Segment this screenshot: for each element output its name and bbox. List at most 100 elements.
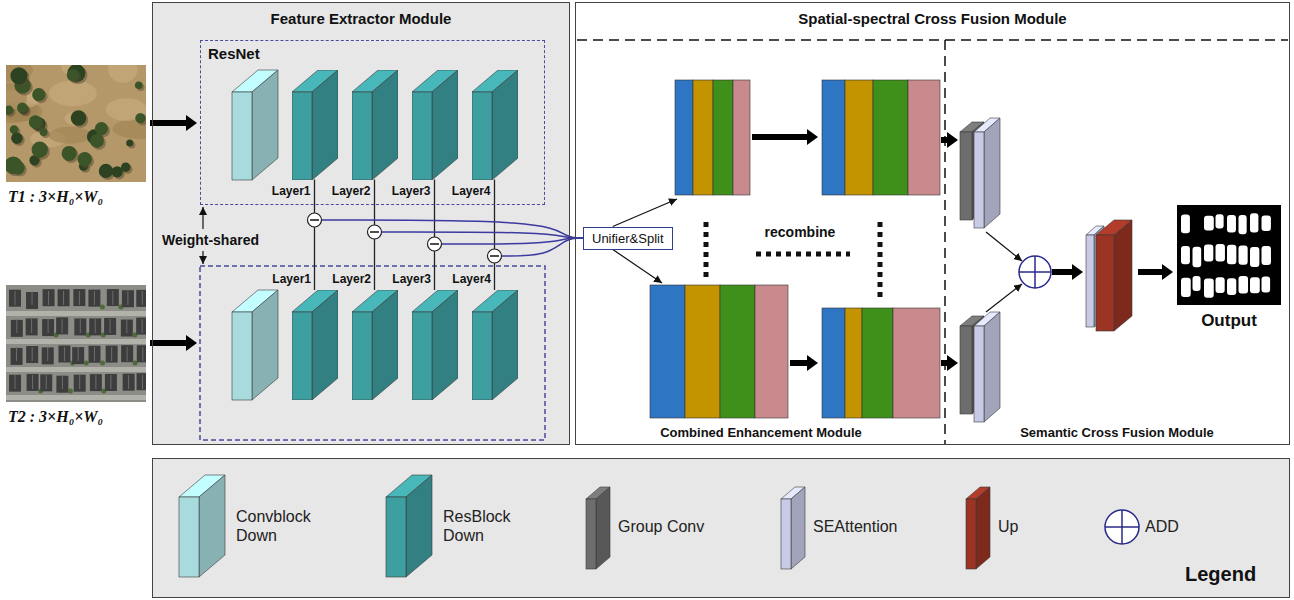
- legend-title: Legend: [1185, 563, 1256, 586]
- resblock-shape: [292, 70, 338, 180]
- block-side: [372, 290, 398, 400]
- block-front: [974, 132, 984, 228]
- house-roof: [11, 348, 23, 365]
- roof-ridge: [94, 347, 95, 361]
- legend-label: ADD: [1145, 517, 1179, 536]
- connector-line: [434, 180, 435, 291]
- house-roof: [123, 374, 135, 391]
- yard-tree: [84, 361, 89, 366]
- block-front: [781, 499, 791, 569]
- merge-arrow: [986, 232, 1022, 261]
- building-mask: [1204, 216, 1214, 231]
- resblock-layer: Layer3: [412, 290, 458, 400]
- building-mask: [1216, 214, 1224, 228]
- process-box: Unifier&Split: [583, 227, 673, 250]
- subtract-symbol: [368, 225, 382, 239]
- tree: [17, 103, 28, 114]
- roof-ridge: [46, 375, 47, 389]
- panel-title: Spatial-spectral Cross Fusion Module: [576, 3, 1289, 27]
- yard-tree: [100, 361, 105, 366]
- roof-ridge: [95, 319, 96, 333]
- roof-ridge: [62, 319, 63, 333]
- tree: [71, 110, 87, 126]
- house-roof: [89, 346, 101, 363]
- feature-band: [720, 285, 755, 418]
- resblock-symbol: [352, 70, 398, 180]
- flow-arrow: [150, 115, 197, 131]
- house-roof: [121, 320, 133, 337]
- building-mask: [1239, 246, 1248, 265]
- swatch-block: [781, 487, 805, 569]
- house-roof: [107, 289, 119, 306]
- roof-ridge: [142, 319, 143, 333]
- roof-ridge: [80, 319, 81, 333]
- house-roof: [43, 289, 55, 306]
- house-roof: [90, 374, 102, 391]
- tree: [121, 162, 130, 171]
- tree: [32, 88, 45, 101]
- house-roof: [74, 318, 86, 335]
- layer-label: Layer3: [392, 272, 431, 286]
- block-side: [199, 475, 225, 577]
- resblock-layer: Layer1: [292, 290, 338, 400]
- input-image: [6, 285, 153, 402]
- layer-label: Layer2: [332, 272, 371, 286]
- tree: [11, 132, 23, 144]
- swatch-block: [586, 487, 610, 569]
- note-label: Weight-shared: [162, 232, 259, 248]
- block-side: [312, 290, 338, 400]
- resblock-symbol: [292, 70, 338, 180]
- roof-ridge: [126, 319, 127, 333]
- road: [6, 339, 146, 344]
- tree: [99, 164, 113, 178]
- image-ground: [6, 285, 146, 402]
- tree: [126, 139, 133, 146]
- block-front: [1086, 235, 1094, 327]
- house-roof: [26, 292, 38, 309]
- ellipsis-dots: [704, 222, 709, 278]
- swatch-block: [179, 475, 225, 577]
- house-roof: [74, 375, 86, 392]
- block-side: [984, 312, 1000, 422]
- roof-ridge: [47, 347, 48, 361]
- resblock-shape: [292, 290, 338, 400]
- block-front: [960, 132, 972, 220]
- building-mask: [1227, 278, 1236, 295]
- tree: [95, 122, 108, 135]
- flow-arrow: [752, 129, 818, 145]
- house-roof: [106, 346, 118, 363]
- block-front: [974, 326, 984, 422]
- subtract-bar: [370, 231, 379, 233]
- resblock-symbol: [352, 290, 398, 400]
- convblock-symbol: [232, 70, 278, 180]
- block-front: [472, 312, 492, 400]
- building-mask: [1262, 216, 1271, 231]
- feature-feed-line: [382, 232, 584, 238]
- layer-label: Layer2: [332, 184, 371, 198]
- flow-arrow: [1138, 264, 1173, 280]
- split-arrow: [613, 250, 662, 284]
- section-title: Combined Enhancement Module: [660, 426, 862, 441]
- legend-label: Convblock Down: [236, 507, 326, 545]
- feature-band: [908, 80, 940, 195]
- swatch-block: [966, 487, 990, 569]
- resblock-shape: [352, 70, 398, 180]
- layer-label: Layer3: [392, 184, 431, 198]
- house-roof: [56, 317, 68, 334]
- house-roof: [9, 375, 21, 392]
- resblock-shape: [472, 70, 518, 180]
- road: [6, 311, 146, 316]
- weight-share-arrow: [202, 251, 203, 264]
- layer-label: Layer4: [452, 184, 491, 198]
- roof-ridge: [127, 347, 128, 361]
- house-roof: [27, 374, 39, 391]
- block-front: [352, 312, 372, 400]
- block-front: [179, 497, 199, 577]
- block-side: [492, 70, 518, 180]
- building-mask: [1262, 246, 1271, 265]
- building-mask: [1181, 214, 1190, 233]
- resblock-symbol: [412, 290, 458, 400]
- roof-ridge: [31, 319, 32, 333]
- roof-ridge: [32, 375, 33, 389]
- building-mask: [1204, 245, 1213, 262]
